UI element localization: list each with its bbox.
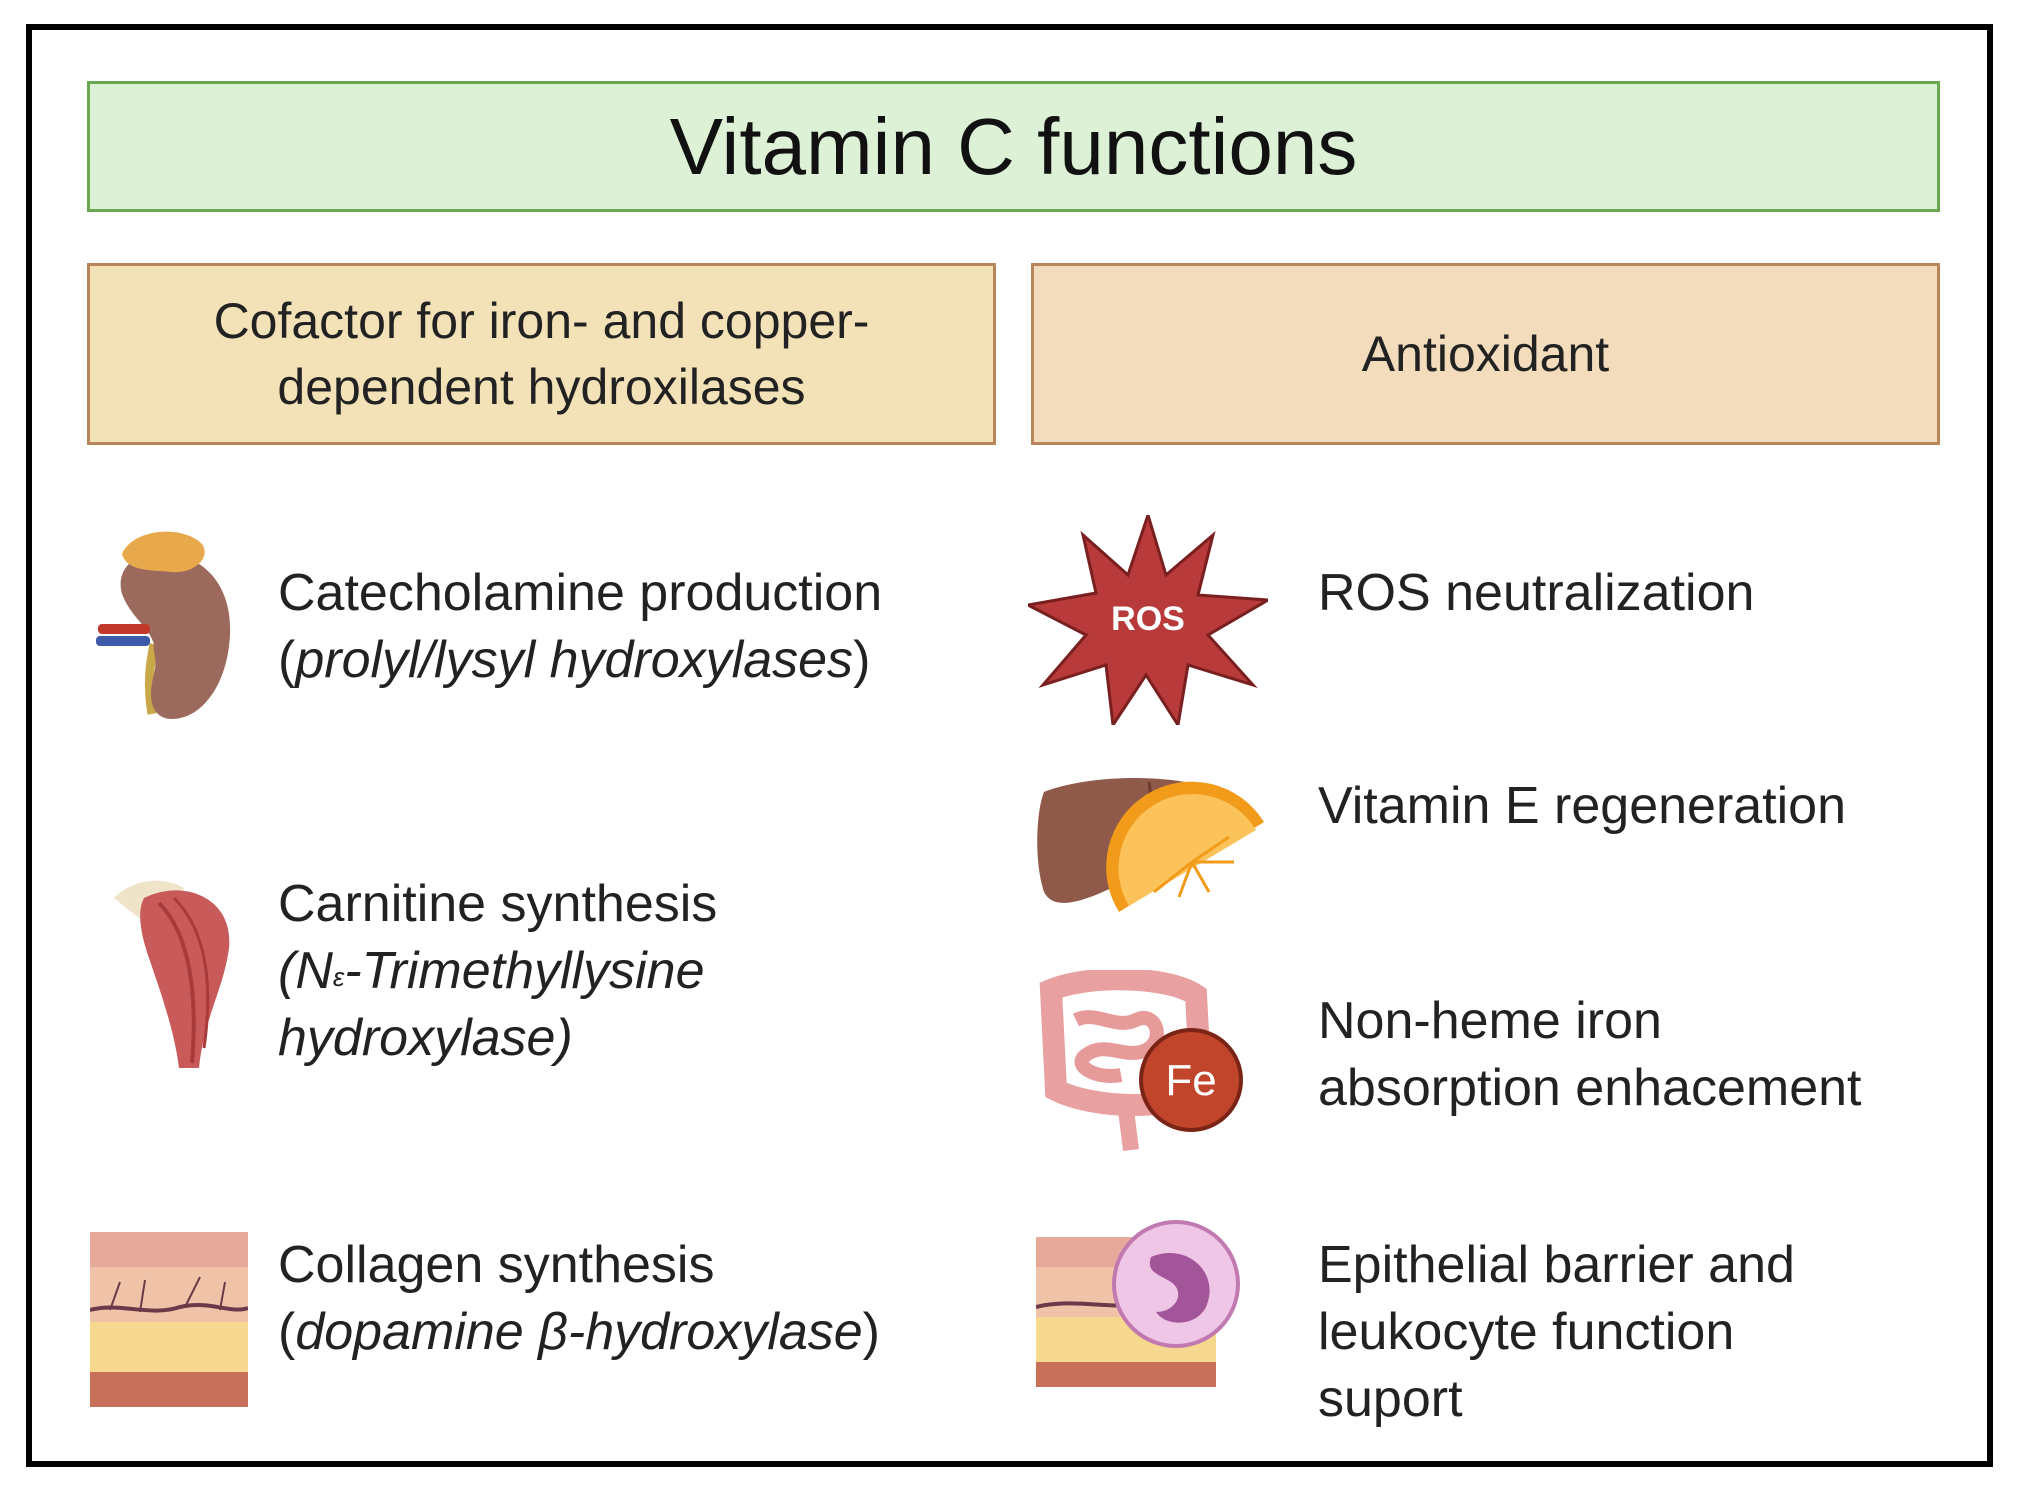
left-item-2-text: Carnitine synthesis (Nε-Trimethyllysine … <box>278 871 717 1072</box>
muscle-icon <box>114 880 230 1068</box>
left-item-3-line2: (dopamine β-hydroxylase) <box>278 1303 880 1361</box>
left-item-3-line1: Collagen synthesis <box>278 1236 715 1294</box>
right-item-2-text: Vitamin E regeneration <box>1318 773 1846 840</box>
figure-title: Vitamin C functions <box>669 101 1358 191</box>
left-item-3-text: Collagen synthesis (dopamine β-hydroxyla… <box>278 1232 880 1366</box>
right-item-4-text: Epithelial barrier and leukocyte functio… <box>1318 1232 1795 1433</box>
left-item-2-line3: hydroxylase) <box>278 1009 573 1067</box>
right-item-1-text: ROS neutralization <box>1318 560 1754 627</box>
intestine-iron-icon: Fe <box>1039 970 1243 1151</box>
left-item-2-line1: Carnitine synthesis <box>278 875 718 933</box>
right-item-4-line1: Epithelial barrier and <box>1318 1236 1795 1294</box>
left-item-1-text: Catecholamine production (prolyl/lysyl h… <box>278 560 882 694</box>
right-item-4-line3: suport <box>1318 1370 1463 1428</box>
left-item-1-line1: Catecholamine production <box>278 564 883 622</box>
left-item-1-line2: (prolyl/lysyl hydroxylases) <box>278 631 871 689</box>
liver-orange-icon <box>1037 778 1264 912</box>
left-item-2-line2: (Nε-Trimethyllysine <box>278 942 705 1000</box>
right-item-4-line2: leukocyte function <box>1318 1303 1735 1361</box>
right-item-3-text: Non-heme iron absorption enhacement <box>1318 988 1862 1122</box>
fe-icon-label: Fe <box>1165 1056 1216 1105</box>
title-banner: Vitamin C functions <box>87 81 1940 212</box>
kidney-adrenal-icon <box>96 531 231 719</box>
right-header-label: Antioxidant <box>1361 326 1610 382</box>
right-item-3-line1: Non-heme iron <box>1318 992 1662 1050</box>
left-header-line2: dependent hydroxilases <box>277 359 806 415</box>
right-column-header: Antioxidant <box>1031 263 1940 445</box>
ros-icon-label: ROS <box>1111 600 1185 638</box>
skin-leukocyte-icon <box>1036 1220 1240 1387</box>
right-item-2-line1: Vitamin E regeneration <box>1318 777 1847 835</box>
left-header-line1: Cofactor for iron- and copper- <box>213 293 870 349</box>
skin-layers-icon <box>90 1232 248 1407</box>
right-item-3-line2: absorption enhacement <box>1318 1059 1862 1117</box>
right-item-1-line1: ROS neutralization <box>1318 564 1755 622</box>
ros-burst-icon: ROS <box>1028 515 1268 725</box>
left-column-header: Cofactor for iron- and copper- dependent… <box>87 263 996 445</box>
